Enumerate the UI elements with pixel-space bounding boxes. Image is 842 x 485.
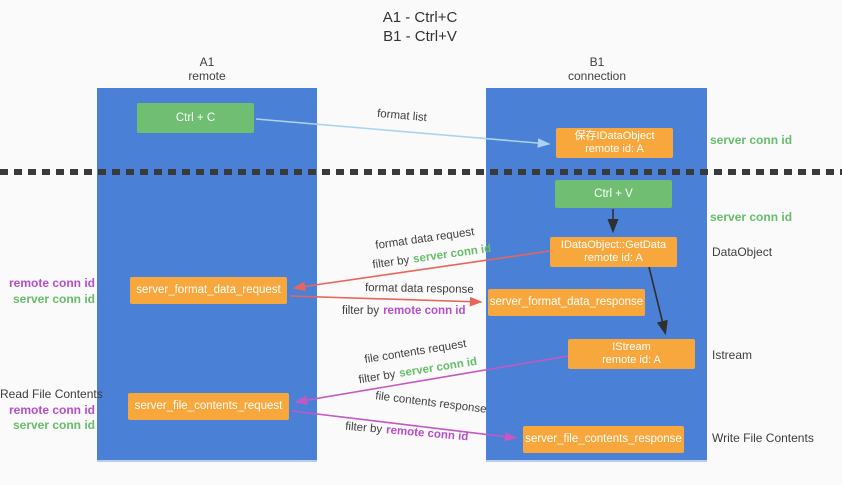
node-server-file-contents-response: server_file_contents_response (523, 426, 684, 453)
column-a1-subtitle: remote (188, 69, 226, 83)
flow-label-format-data-response: format data response (364, 282, 474, 296)
node-save-idataobject: 保存IDataObject remote id: A (556, 128, 673, 158)
node-getdata-line1: IDataObject::GetData (560, 239, 667, 251)
node-ctrl-v-label: Ctrl + V (594, 187, 633, 200)
remote-conn-id-text: remote conn id (383, 305, 466, 317)
diagram-title: A1 - Ctrl+C B1 - Ctrl+V (320, 8, 520, 46)
flow-label-format-list: format list (376, 107, 428, 125)
remote-conn-id-text: remote conn id (385, 424, 469, 444)
right-write-file-contents-label: Write File Contents (712, 431, 814, 445)
node-ctrl-c: Ctrl + C (137, 103, 254, 133)
node-format-request-label: server_format_data_request (136, 284, 281, 296)
left-server-conn-id-2: server conn id (12, 418, 95, 432)
node-file-request-label: server_file_contents_request (134, 400, 283, 412)
filter-by-text: filter by (342, 305, 380, 317)
flow-label-filter-remote-conn-id-1: filter by remote conn id (342, 305, 466, 317)
node-ctrl-v: Ctrl + V (555, 180, 672, 208)
flow-label-filter-remote-conn-id-2: filter by remote conn id (345, 421, 469, 444)
node-format-response-label: server_format_data_response (489, 296, 644, 308)
node-idataobject-getdata: IDataObject::GetData remote id: A (550, 237, 677, 267)
session-divider-dashed-line (0, 169, 842, 175)
node-server-format-data-response: server_format_data_response (488, 289, 645, 316)
server-conn-id-text: server conn id (412, 242, 492, 266)
filter-by-text: filter by (357, 368, 397, 387)
column-b1-name: B1 (589, 55, 605, 69)
left-read-file-contents-block: Read File Contents remote conn id server… (0, 387, 103, 434)
filter-by-text: filter by (344, 420, 383, 436)
right-istream-label: Istream (712, 348, 753, 362)
title-line-b1: B1 - Ctrl+V (383, 28, 457, 45)
column-b1-header: B1 connection (537, 55, 657, 83)
arrow-format-data-response (289, 295, 483, 307)
node-getdata-line2: remote id: A (584, 252, 643, 264)
node-save-idataobject-line2: remote id: A (585, 143, 644, 155)
left-read-file-contents: Read File Contents (0, 387, 103, 401)
filter-by-text: filter by (371, 254, 411, 272)
right-server-conn-id-2: server conn id (710, 210, 793, 224)
node-server-file-contents-request: server_file_contents_request (128, 393, 289, 420)
column-a1-name: A1 (199, 55, 215, 69)
node-save-idataobject-line1: 保存IDataObject (574, 130, 655, 142)
left-remote-conn-id-1: remote conn id (8, 276, 95, 290)
right-server-conn-id-1: server conn id (710, 133, 793, 147)
right-dataobject-label: DataObject (712, 245, 773, 259)
node-istream-line2: remote id: A (602, 354, 661, 366)
left-server-conn-id-1: server conn id (12, 291, 95, 306)
node-istream: IStream remote id: A (568, 339, 695, 369)
column-b1-subtitle: connection (567, 69, 627, 83)
node-server-format-data-request: server_format_data_request (130, 277, 287, 304)
title-line-a1: A1 - Ctrl+C (382, 9, 458, 26)
left-remote-conn-id-2: remote conn id (8, 402, 95, 417)
flow-label-file-contents-response: file contents response (374, 390, 488, 416)
node-file-response-label: server_file_contents_response (525, 433, 682, 445)
node-ctrl-c-label: Ctrl + C (175, 111, 216, 124)
server-conn-id-text: server conn id (398, 355, 478, 380)
left-conn-id-labels-format: remote conn id server conn id (0, 276, 95, 307)
node-istream-line1: IStream (612, 341, 651, 353)
column-a1-header: A1 remote (147, 55, 267, 83)
